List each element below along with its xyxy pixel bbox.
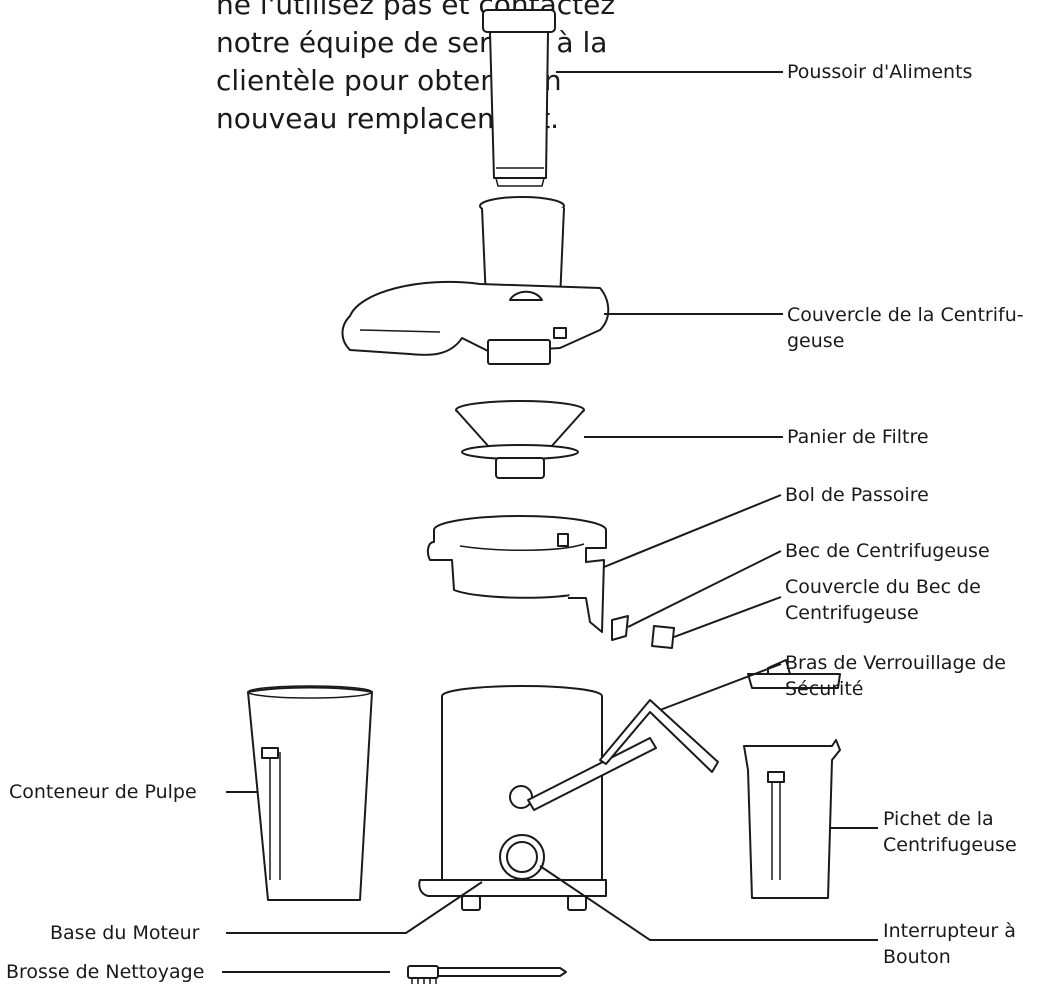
label-safety-arm-line: Bras de Verrouillage de (785, 652, 1006, 674)
leader-motor-base (226, 881, 483, 934)
label-knob-switch-line: Bouton (883, 946, 951, 968)
juice-jug-illustration (743, 659, 841, 899)
leader-knob-switch (539, 865, 878, 941)
label-juice-jug: Pichet de la Centrifugeuse (883, 806, 1017, 858)
label-knob-switch-line: Interrupteur à (883, 920, 1016, 942)
leader-strainer-bowl (603, 494, 782, 568)
spout-illustration (611, 615, 629, 641)
filter-basket-illustration (455, 400, 585, 479)
label-cleaning-brush: Brosse de Nettoyage (6, 961, 205, 983)
label-juice-jug-line: Centrifugeuse (883, 834, 1017, 856)
label-juicer-lid-line: geuse (787, 330, 845, 352)
label-strainer-bowl: Bol de Passoire (785, 484, 929, 506)
label-knob-switch: Interrupteur à Bouton (883, 918, 1016, 970)
label-juicer-lid: Couvercle de la Centrifu- geuse (787, 302, 1024, 354)
label-spout-cover: Couvercle du Bec de Centrifugeuse (785, 574, 981, 626)
label-spout-cover-line: Centrifugeuse (785, 602, 919, 624)
label-safety-arm-line: Sécurité (785, 678, 864, 700)
label-spout-cover-line: Couvercle du Bec de (785, 576, 981, 598)
motor-base-illustration (418, 685, 607, 911)
label-food-pusher: Poussoir d'Aliments (787, 61, 973, 83)
label-juice-jug-line: Pichet de la (883, 808, 994, 830)
label-juicer-lid-line: Couvercle de la Centrifu- (787, 304, 1024, 326)
safety-arm-illustration (527, 699, 719, 811)
strainer-bowl-illustration (426, 515, 607, 633)
label-spout: Bec de Centrifugeuse (785, 540, 990, 562)
label-filter-basket: Panier de Filtre (787, 426, 929, 448)
leader-safety-arm (659, 663, 782, 711)
label-pulp-container: Conteneur de Pulpe (9, 781, 197, 803)
pulp-container-illustration (247, 685, 373, 901)
leader-spout (627, 550, 782, 628)
food-pusher-illustration (482, 9, 556, 187)
label-safety-arm: Bras de Verrouillage de Sécurité (785, 650, 1006, 702)
juicer-lid-illustration (341, 196, 610, 365)
cleaning-brush-illustration (407, 965, 567, 984)
leader-spout-cover (673, 596, 782, 638)
label-motor-base: Base du Moteur (50, 922, 200, 944)
spout-cover-illustration (651, 625, 675, 649)
